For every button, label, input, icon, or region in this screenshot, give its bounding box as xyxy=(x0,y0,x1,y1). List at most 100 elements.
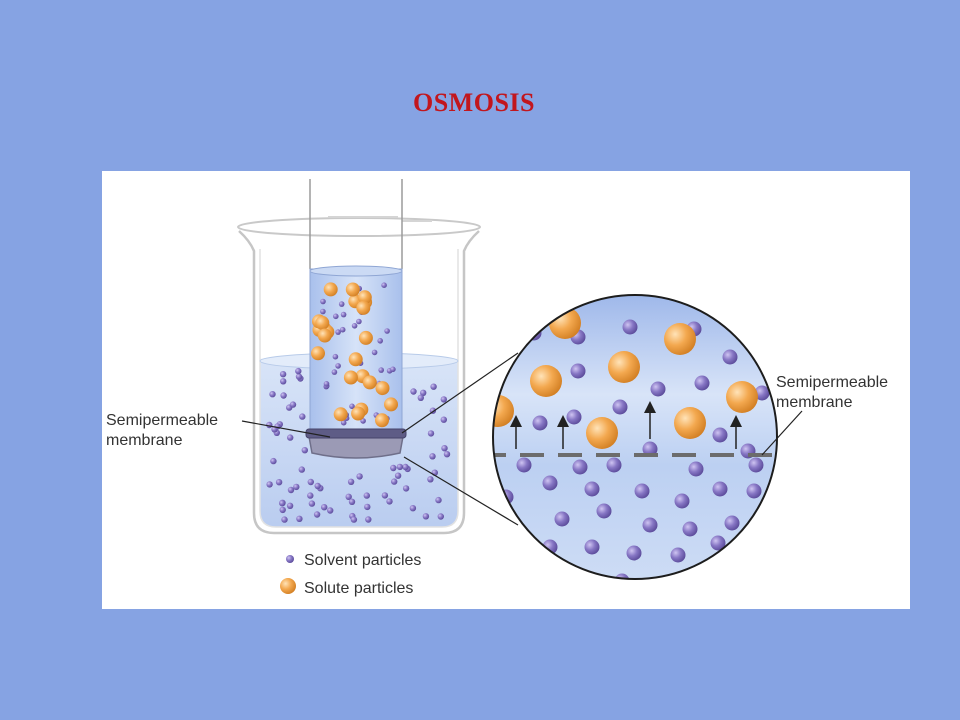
slide-title: OSMOSIS xyxy=(413,88,535,117)
solvent-particle xyxy=(364,503,371,511)
solvent-particle xyxy=(634,483,650,499)
solvent-particle xyxy=(351,323,358,329)
solute-particle xyxy=(549,307,581,339)
solvent-particle xyxy=(427,430,435,437)
solute-legend-label: Solute particles xyxy=(304,580,413,597)
solvent-particle xyxy=(381,492,389,499)
solvent-particle xyxy=(643,596,658,610)
solvent-particle xyxy=(754,385,770,401)
solvent-particle xyxy=(410,388,417,395)
solvent-particle xyxy=(333,313,339,320)
solute-particle xyxy=(315,315,330,330)
solvent-particle xyxy=(270,457,277,465)
solute-particle xyxy=(608,351,640,383)
solvent-particle xyxy=(307,478,314,486)
solute-particle xyxy=(586,417,618,449)
solvent-particle xyxy=(612,399,628,415)
solvent-particle xyxy=(746,483,762,499)
solvent-particle xyxy=(269,391,276,398)
solvent-particle xyxy=(331,369,338,375)
solvent-particle xyxy=(732,565,748,579)
solvent-particle xyxy=(347,478,355,485)
solvent-particle xyxy=(642,517,658,533)
solvent-particle xyxy=(350,516,358,523)
solvent-particle xyxy=(651,580,666,595)
solvent-particle xyxy=(435,496,442,504)
solute-particle xyxy=(357,290,372,305)
solvent-particle xyxy=(296,515,303,522)
solvent-particle xyxy=(280,392,287,399)
beaker-particles xyxy=(266,367,451,523)
solvent-particle xyxy=(332,353,339,360)
solvent-particle xyxy=(313,511,321,518)
legend: Solvent particles Solute particles xyxy=(280,552,421,597)
solvent-particle xyxy=(287,486,295,494)
solvent-particle xyxy=(542,475,558,491)
solvent-particle xyxy=(516,457,532,473)
solvent-particle xyxy=(371,349,378,356)
solvent-particle xyxy=(321,504,328,511)
solvent-particle xyxy=(534,565,550,579)
solvent-legend-swatch xyxy=(286,555,294,563)
solvent-particle xyxy=(356,473,363,480)
solvent-particle xyxy=(440,416,447,423)
solvent-particle xyxy=(748,457,764,473)
solute-particle xyxy=(375,381,390,396)
solvent-particle xyxy=(402,463,409,471)
solvent-particle xyxy=(377,338,384,344)
flow-arrows xyxy=(510,401,742,449)
solvent-particle xyxy=(390,366,396,373)
solvent-particle xyxy=(327,507,334,514)
solvent-particle xyxy=(417,394,424,401)
solute-particle xyxy=(345,282,360,297)
solvent-particle xyxy=(595,592,610,607)
right-label-line-1: Semipermeable xyxy=(776,374,888,391)
solvent-particle xyxy=(596,503,612,519)
solvent-particle xyxy=(279,500,286,507)
solvent-particle xyxy=(441,445,448,452)
solute-particle xyxy=(348,352,363,367)
solute-particle xyxy=(530,365,562,397)
solvent-particle xyxy=(345,493,352,500)
solvent-particle xyxy=(694,375,710,391)
solvent-particle xyxy=(437,513,444,520)
solvent-particle xyxy=(440,396,447,403)
solvent-particle xyxy=(365,516,372,523)
solvent-particle xyxy=(381,282,387,288)
solvent-particle xyxy=(420,389,427,396)
solvent-particle xyxy=(286,502,294,509)
solvent-particle xyxy=(289,401,297,408)
solvent-particle xyxy=(554,511,570,527)
solvent-particle xyxy=(584,481,600,497)
solvent-particle xyxy=(650,381,666,397)
solvent-legend-label: Solvent particles xyxy=(304,552,421,569)
solvent-particle xyxy=(314,482,321,490)
solvent-particle xyxy=(391,478,398,485)
solvent-particle xyxy=(626,545,642,561)
solute-particle xyxy=(358,330,373,345)
solvent-particle xyxy=(532,415,548,431)
solvent-particle xyxy=(287,434,294,441)
tube-particles xyxy=(311,282,398,428)
solvent-particle xyxy=(402,485,410,492)
solute-particle xyxy=(333,407,348,422)
solvent-particle xyxy=(746,539,762,555)
solvent-particle xyxy=(390,464,397,472)
solvent-particle xyxy=(566,409,582,425)
solvent-particle xyxy=(584,539,600,555)
solvent-particle xyxy=(281,516,288,523)
solvent-particle xyxy=(335,363,341,369)
solvent-particle xyxy=(384,328,390,334)
solvent-particle xyxy=(275,479,283,486)
solvent-particle xyxy=(502,551,518,567)
solvent-particle xyxy=(293,483,300,491)
solute-particle xyxy=(664,323,696,355)
solute-particle xyxy=(351,406,366,421)
solvent-particle xyxy=(394,472,402,479)
solvent-particle xyxy=(422,513,430,520)
solvent-particle xyxy=(279,506,286,514)
solvent-particle xyxy=(670,547,686,563)
solute-particle xyxy=(323,282,338,297)
solvent-particle xyxy=(340,311,347,318)
solvent-particle xyxy=(642,441,658,457)
